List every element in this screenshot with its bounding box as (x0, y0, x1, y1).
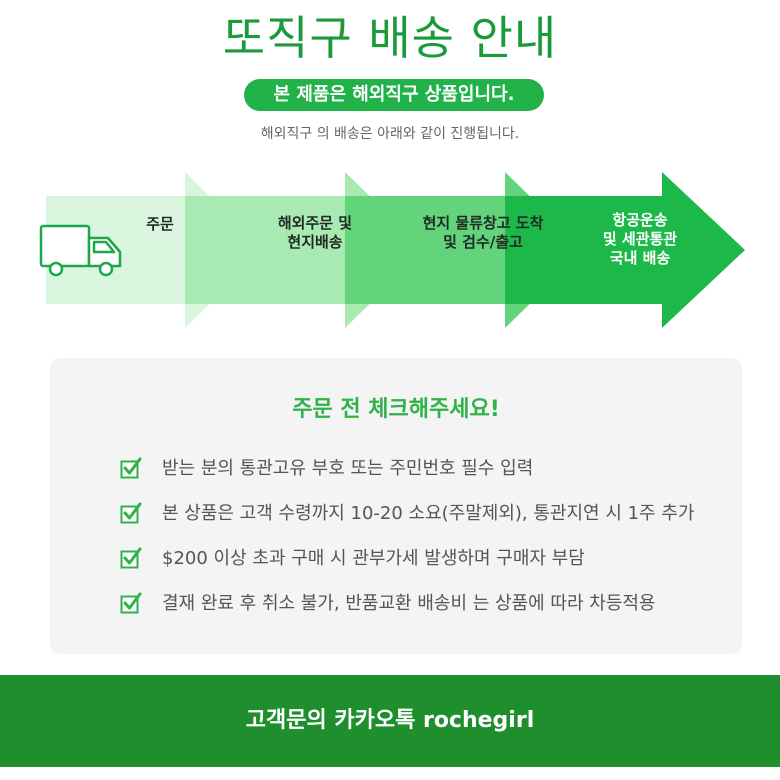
checkbox-checked-icon (120, 457, 142, 479)
process-step-label-1: 주문 (146, 215, 174, 233)
page-title: 또직구 배송 안내 (222, 11, 558, 65)
process-step-label-4: 항공운송 및 세관통관 국내 배송 (602, 211, 678, 267)
checklist-item-text: $200 이상 초과 구매 시 관부가세 발생하며 구매자 부담 (162, 548, 585, 569)
checklist-item-text: 결재 완료 후 취소 불가, 반품교환 배송비 는 상품에 따라 차등적용 (162, 593, 656, 614)
checklist-item-text: 받는 분의 통관고유 부호 또는 주민번호 필수 입력 (162, 458, 534, 479)
kakaotalk-contact-text[interactable]: 고객문의 카카오톡 rochegirl (245, 708, 535, 733)
checkbox-checked-icon (120, 592, 142, 614)
process-step-label-3: 현지 물류창고 도착 및 검수/출고 (422, 214, 544, 251)
kakaotalk-contact-banner: 고객문의 카카오톡 rochegirl (0, 675, 780, 767)
process-arrows (46, 172, 745, 328)
checklist-title: 주문 전 체크해주세요! (292, 397, 500, 422)
checkbox-checked-icon (120, 502, 142, 524)
delivery-truck-icon (39, 224, 122, 277)
shipping-process-flow: 주문 해외주문 및 현지배송 현지 물류창고 도착 및 검수/출고 항공운송 및… (0, 170, 780, 330)
checklist-item-text: 본 상품은 고객 수령까지 10-20 소요(주말제외), 통관지연 시 1주 … (162, 503, 695, 524)
process-step-arrow-4 (505, 172, 745, 328)
order-checklist-panel: 주문 전 체크해주세요! 받는 분의 통관고유 부호 또는 주민번호 필수 입력… (50, 358, 742, 654)
page-subtitle: 해외직구 의 배송은 아래와 같이 진행됩니다. (260, 126, 520, 142)
process-step-label-2: 해외주문 및 현지배송 (277, 214, 353, 251)
overseas-product-badge: 본 제품은 해외직구 상품입니다. (244, 79, 544, 111)
checkbox-checked-icon (120, 547, 142, 569)
